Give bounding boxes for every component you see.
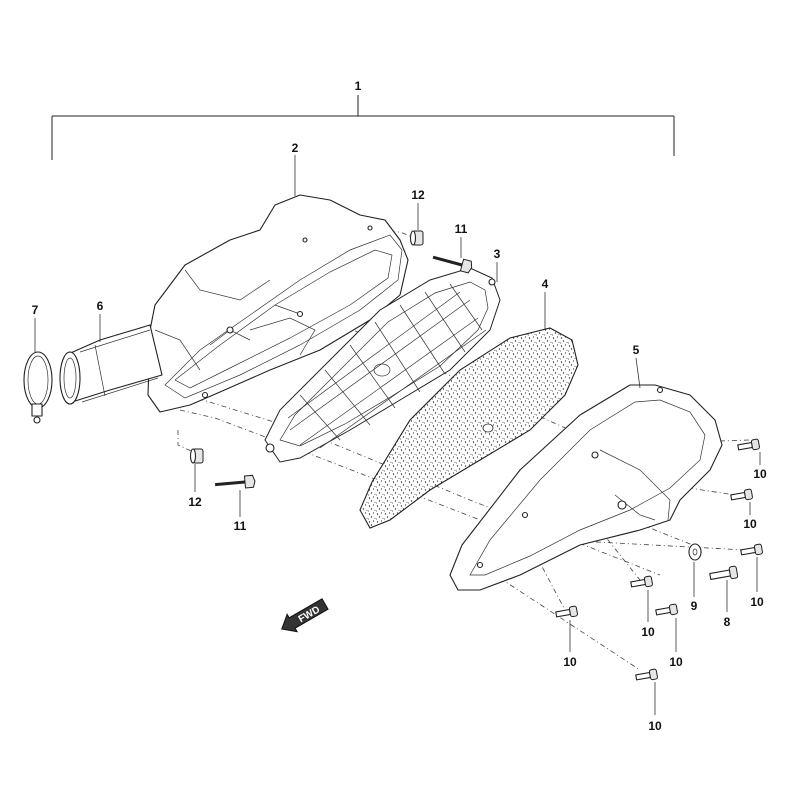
callout-3: 3	[494, 247, 501, 261]
screws	[555, 438, 763, 681]
callout-11: 11	[234, 519, 247, 533]
callout-12: 12	[411, 188, 425, 202]
washer	[688, 543, 702, 561]
pin-bolt	[709, 565, 739, 580]
foam-filter	[359, 327, 579, 529]
hose-clamp	[23, 351, 53, 424]
fwd-label: FWD	[297, 604, 322, 625]
callout-5: 5	[633, 343, 640, 357]
callout-6: 6	[97, 299, 104, 313]
leader-lines	[34, 155, 761, 715]
callout-8: 8	[724, 615, 731, 629]
callout-12: 12	[188, 495, 202, 509]
callout-10: 10	[641, 625, 655, 639]
inlet-duct	[59, 324, 163, 405]
callout-1: 1	[355, 79, 362, 93]
callout-4: 4	[542, 277, 549, 291]
bolts	[214, 255, 473, 489]
callout-9: 9	[691, 599, 698, 613]
callout-10: 10	[753, 467, 767, 481]
callout-2: 2	[292, 141, 299, 155]
forward-arrow-icon: FWD	[281, 598, 329, 633]
callout-10: 10	[750, 595, 764, 609]
air-cleaner-case	[147, 194, 409, 413]
callout-7: 7	[32, 303, 39, 317]
callout-10: 10	[669, 655, 683, 669]
callout-11: 11	[455, 222, 468, 236]
filter-grid	[264, 267, 501, 463]
case-cover	[449, 384, 723, 591]
callout-10: 10	[563, 655, 577, 669]
callout-10: 10	[648, 719, 662, 733]
callout-10: 10	[743, 517, 757, 531]
collars	[189, 230, 424, 464]
assembly-bracket	[51, 95, 675, 160]
callout-labels: 1 2 3 4 5 6 7 8 9 10 10 10 10 10 10 10 1…	[32, 79, 767, 733]
